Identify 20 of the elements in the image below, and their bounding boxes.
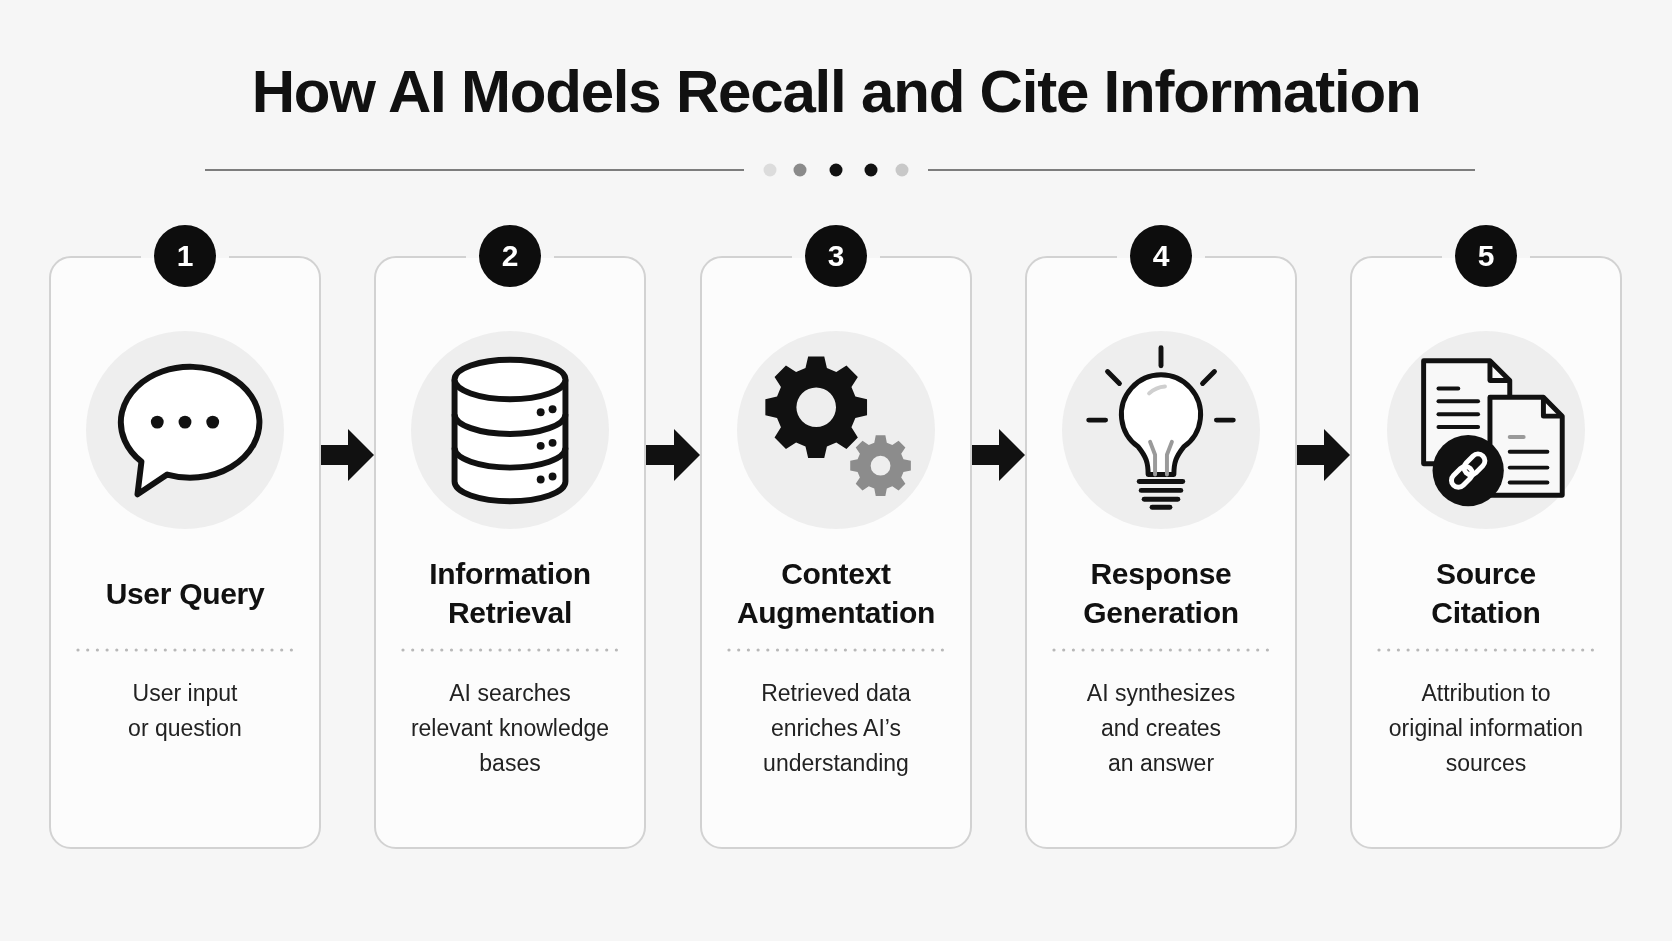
step-description: User input or question [127,679,243,743]
step-title: Information Retrieval [428,556,592,631]
step-number: 5 [1455,225,1517,287]
step-description: AI synthesizes and creates an answer [1086,679,1236,778]
step-number: 3 [805,225,867,287]
arrow [321,429,374,481]
step-number: 1 [154,225,216,287]
step-description: Attribution to original information sources [1387,679,1585,778]
step-title: Context Augmentation [735,556,937,631]
arrow [1297,429,1350,481]
step-title: Response Generation [1082,556,1240,631]
step-title: User Query [105,575,265,612]
step-description: Retrieved data enriches AI’s understanding [760,679,912,778]
arrow [972,429,1025,481]
title: How AI Models Recall and Cite Information [251,62,1421,122]
arrow [646,429,700,481]
step-number: 4 [1130,225,1192,287]
step-number: 2 [479,225,541,287]
step-description: AI searches relevant knowledge bases [409,679,611,778]
step-title: Source Citation [1430,556,1542,631]
